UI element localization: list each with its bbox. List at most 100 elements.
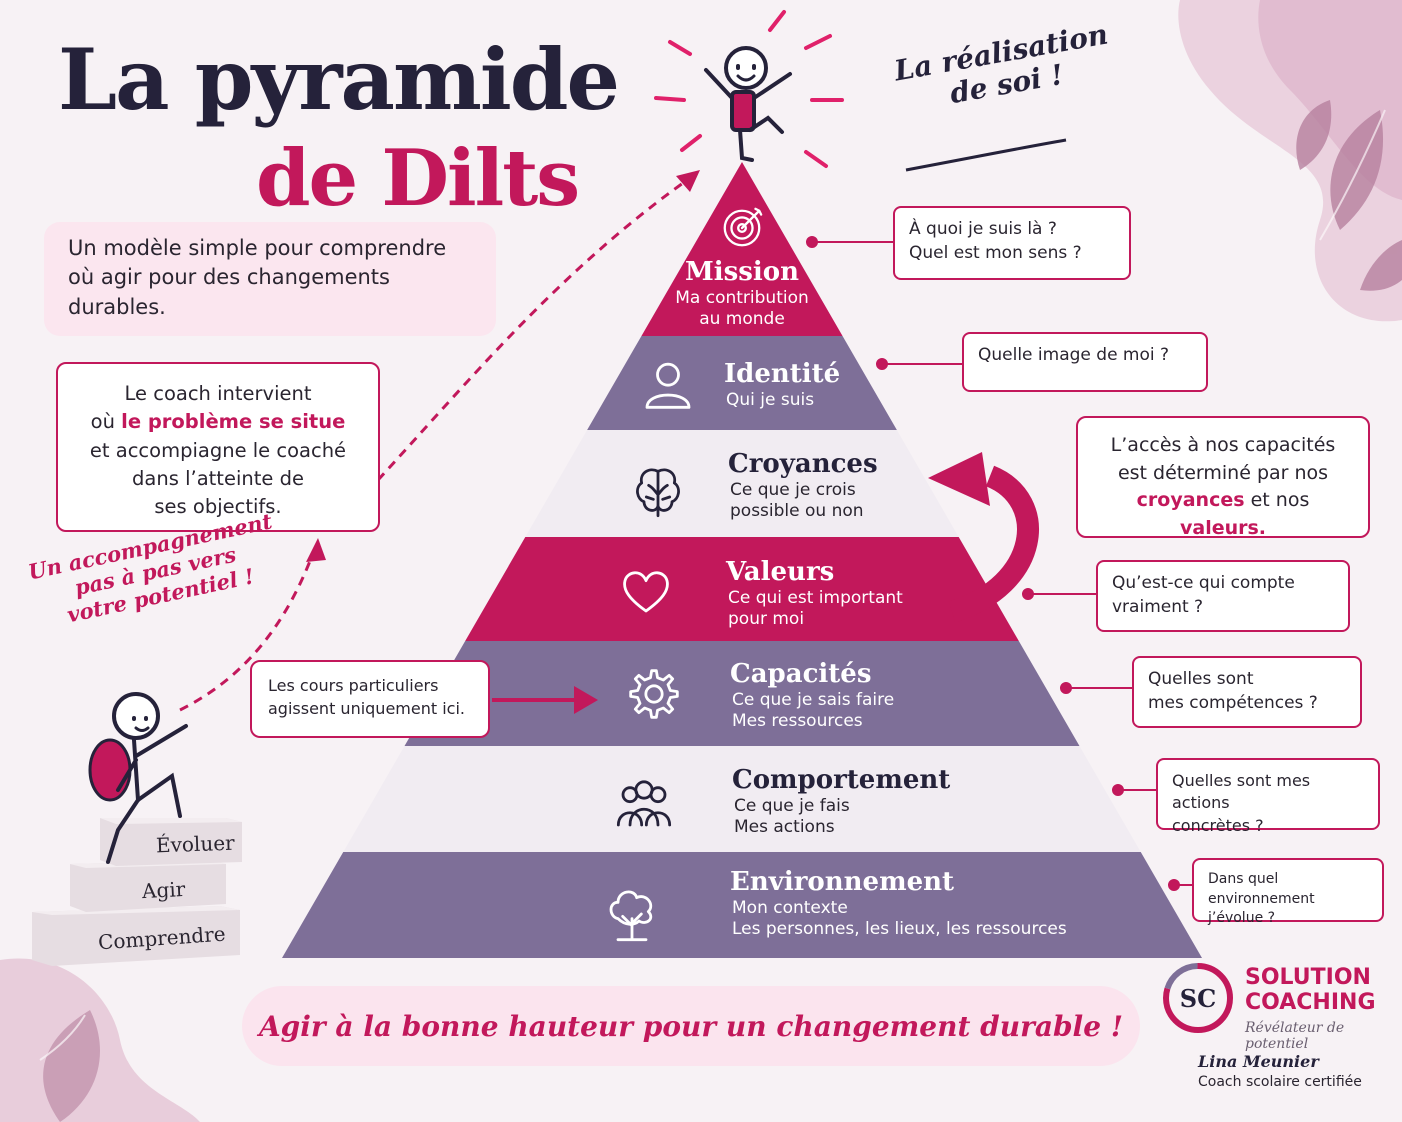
level-description: Qui je suis bbox=[726, 390, 814, 411]
page-title-sub: de Dilts bbox=[256, 133, 580, 224]
question-line: concrètes ? bbox=[1172, 815, 1264, 835]
step-label-evoluer: Évoluer bbox=[155, 830, 236, 858]
level-name: Identité bbox=[724, 359, 841, 389]
brain-icon bbox=[630, 462, 686, 518]
question-line: j’évolue ? bbox=[1208, 910, 1276, 927]
climbing-figure-icon bbox=[88, 692, 188, 864]
capacities-note-line: et nos bbox=[1250, 489, 1310, 512]
logo-line: SOLUTION bbox=[1245, 965, 1371, 990]
question-line: Dans quel environnement bbox=[1208, 871, 1315, 907]
level-description-line: Ce qui est important bbox=[728, 588, 903, 608]
level-description-line: au monde bbox=[699, 309, 785, 330]
level-description-line: Mon contexte bbox=[732, 898, 848, 918]
arrowhead-icon bbox=[676, 170, 700, 192]
question-box: Quelle image de moi ? bbox=[962, 332, 1208, 392]
cours-note: Les cours particuliers agissent uniqueme… bbox=[250, 660, 490, 738]
slogan-banner: Agir à la bonne hauteur pour un changeme… bbox=[242, 986, 1140, 1066]
arrowhead-icon bbox=[574, 686, 598, 714]
author-name: Lina Meunier bbox=[1198, 1052, 1319, 1071]
pyramid-band bbox=[465, 537, 1019, 641]
coach-note-line: où bbox=[90, 410, 115, 434]
question-line: vraiment ? bbox=[1112, 596, 1204, 617]
dashed-path bbox=[376, 176, 691, 482]
level-description-line: Ce que je fais bbox=[734, 796, 850, 816]
rays bbox=[654, 10, 844, 168]
question-line: Quel est mon sens ? bbox=[909, 242, 1082, 263]
pyramid-band bbox=[404, 641, 1080, 746]
level-description-line: Mes ressources bbox=[732, 711, 863, 732]
coach-note-highlight: le problème se situe bbox=[121, 410, 346, 434]
level-description-line: Ma contribution bbox=[675, 288, 809, 308]
pyramid-band bbox=[641, 162, 843, 336]
question-box: Dans quel environnement j’évolue ? bbox=[1192, 858, 1384, 926]
celebrating-figure-icon bbox=[704, 46, 792, 162]
capacities-note-line: L’accès à nos capacités bbox=[1110, 434, 1336, 456]
capacities-note: L’accès à nos capacités est déterminé pa… bbox=[1076, 416, 1370, 539]
level-description-line: Ce que je crois bbox=[730, 480, 856, 500]
level-description-line: pour moi bbox=[728, 609, 805, 630]
connectors bbox=[806, 236, 1192, 891]
tree-icon bbox=[604, 886, 660, 942]
target-icon bbox=[719, 205, 765, 251]
steps-stack bbox=[32, 818, 242, 966]
slogan-text: Agir à la bonne hauteur pour un changeme… bbox=[258, 1009, 1124, 1043]
pyramid-band bbox=[343, 746, 1141, 852]
underline bbox=[905, 138, 1067, 172]
level-description-line: Les personnes, les lieux, les ressources bbox=[732, 919, 1067, 940]
level-name: Capacités bbox=[730, 659, 872, 689]
logo-title: SOLUTION COACHING bbox=[1245, 965, 1376, 1015]
gear-icon bbox=[626, 666, 682, 722]
heart-icon bbox=[618, 562, 674, 618]
level-description-line: Ce que je sais faire bbox=[732, 690, 895, 710]
question-line: Quelles sont mes actions bbox=[1172, 771, 1311, 813]
level-description-line: Mes actions bbox=[734, 817, 835, 838]
level-description-line: Qui je suis bbox=[726, 390, 815, 410]
coach-note-line: ses objectifs. bbox=[154, 495, 282, 519]
logo-line: COACHING bbox=[1245, 989, 1376, 1015]
level-name: Croyances bbox=[728, 449, 878, 479]
question-box: Qu’est-ce qui compte vraiment ? bbox=[1096, 560, 1350, 632]
level-name: Mission bbox=[684, 257, 800, 287]
coach-note-line: Le coach intervient bbox=[124, 382, 312, 405]
level-name: Valeurs bbox=[726, 557, 835, 587]
coach-note-line: dans l’atteinte de bbox=[132, 466, 304, 490]
question-line: mes compétences ? bbox=[1148, 692, 1318, 713]
logo-tagline: Révélateur de potentiel bbox=[1245, 1020, 1345, 1052]
question-line: À quoi je suis là ? bbox=[909, 219, 1057, 239]
page-title: La pyramide bbox=[58, 30, 620, 129]
question-line: Quelle image de moi ? bbox=[978, 345, 1170, 365]
dashed-path bbox=[179, 547, 317, 712]
leaf-icon bbox=[39, 1010, 100, 1122]
curved-arrow-icon bbox=[928, 452, 1039, 623]
question-line: Quelles sont bbox=[1148, 669, 1254, 689]
question-box: À quoi je suis là ? Quel est mon sens ? bbox=[893, 206, 1131, 280]
capacities-note-line: est déterminé par nos bbox=[1117, 461, 1329, 484]
person-icon bbox=[640, 356, 696, 412]
capacities-note-dot: . bbox=[1258, 516, 1267, 539]
capacities-note-highlight: croyances bbox=[1136, 489, 1245, 512]
leaf-icon bbox=[1296, 100, 1402, 291]
capacities-note-highlight: valeurs bbox=[1179, 516, 1259, 539]
step-label-agir: Agir bbox=[141, 876, 186, 904]
pyramid-band bbox=[282, 852, 1202, 958]
level-description-line: possible ou non bbox=[730, 501, 864, 522]
question-line: Qu’est-ce qui compte bbox=[1112, 573, 1295, 593]
logo-icon bbox=[1163, 963, 1233, 1033]
level-name: Environnement bbox=[730, 867, 955, 897]
pyramid-band bbox=[525, 430, 959, 537]
coach-note-line: et accompiagne le coaché bbox=[89, 438, 347, 462]
author-role: Coach scolaire certifiée bbox=[1198, 1074, 1362, 1090]
level-name: Comportement bbox=[732, 765, 951, 795]
logo-mark: SC bbox=[1179, 984, 1217, 1013]
coach-note: Le coach intervient où le problème se si… bbox=[56, 362, 380, 532]
intro-text: Un modèle simple pour comprendre où agir… bbox=[44, 222, 496, 336]
group-icon bbox=[616, 776, 672, 832]
question-box: Quelles sont mes compétences ? bbox=[1132, 656, 1362, 728]
